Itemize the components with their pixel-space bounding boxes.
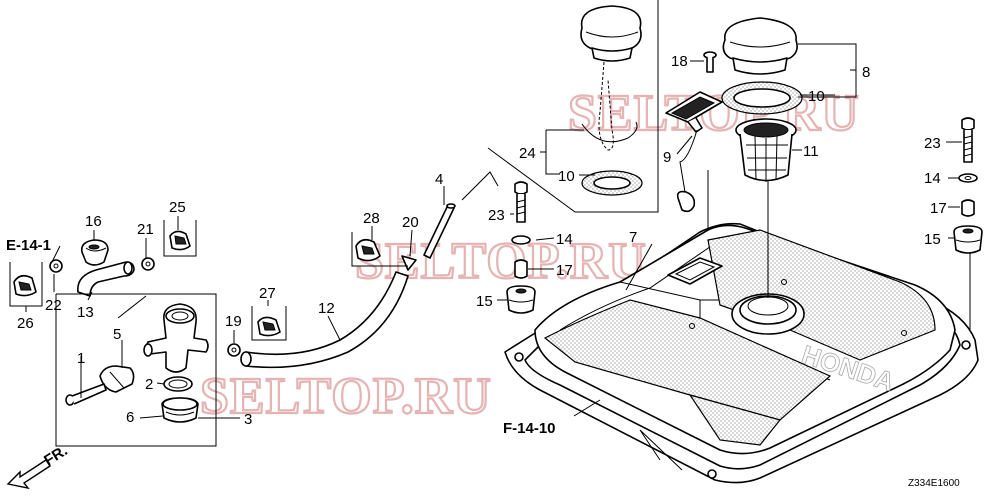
- hose-clip-20: [401, 255, 417, 271]
- fuel-hose-12: [240, 271, 409, 369]
- collar-17-left: [514, 259, 528, 279]
- clamp-19: [227, 343, 241, 357]
- breather-tube-4: [423, 203, 456, 259]
- diagram-code: Z334E1600: [908, 478, 960, 489]
- reference-f-14-10: F-14-10: [503, 420, 556, 437]
- collar-17-right: [961, 199, 975, 217]
- callout-22: 22: [45, 297, 62, 314]
- callout-28: 28: [363, 210, 380, 227]
- watermark-text: SELTOP.RU: [200, 368, 492, 425]
- washer-14-right: [958, 173, 978, 183]
- clip-box-26: [9, 262, 43, 307]
- grommet-15-right: [953, 225, 983, 254]
- callout-27: 27: [259, 285, 276, 302]
- callout-5: 5: [113, 326, 121, 343]
- callout-13: 13: [77, 304, 94, 321]
- callout-23: 23: [924, 135, 941, 152]
- callout-14: 14: [924, 170, 941, 187]
- valve-lever-5: [99, 365, 135, 393]
- callout-12: 12: [318, 300, 335, 317]
- cap-gasket: [721, 81, 803, 115]
- callout-15: 15: [924, 231, 941, 248]
- callout-2: 2: [145, 376, 153, 393]
- fitting-16: [80, 239, 109, 266]
- hose-clip-21: [141, 257, 155, 271]
- callout-21: 21: [137, 221, 154, 238]
- cup-6: [161, 397, 199, 423]
- callout-8: 8: [862, 64, 870, 81]
- bolt-23-right: [961, 117, 975, 163]
- screw-1: [65, 383, 107, 406]
- callout-23: 23: [488, 207, 505, 224]
- fuel-tank: HONDA: [504, 222, 979, 484]
- cap-with-tether: [580, 5, 642, 151]
- fuel-hose-13: [77, 261, 135, 297]
- fuel-valve: [143, 303, 209, 373]
- callout-10: 10: [558, 168, 575, 185]
- callout-17: 17: [930, 200, 947, 217]
- callout-25: 25: [169, 199, 186, 216]
- callout-7: 7: [629, 229, 637, 246]
- filler-cap: [722, 17, 798, 75]
- callout-6: 6: [126, 409, 134, 426]
- callout-3: 3: [244, 411, 252, 428]
- callout-26: 26: [17, 315, 34, 332]
- cap-gasket-10b: [581, 170, 643, 196]
- fuel-strainer: [735, 118, 797, 182]
- callout-16: 16: [85, 213, 102, 230]
- clip-box-25: [163, 220, 197, 257]
- callout-24: 24: [519, 145, 536, 162]
- callout-10: 10: [808, 88, 825, 105]
- washer-14-left: [511, 235, 531, 245]
- callout-1: 1: [77, 350, 85, 367]
- callout-11: 11: [803, 143, 819, 160]
- callout-4: 4: [435, 171, 443, 188]
- callout-15: 15: [476, 293, 493, 310]
- o-ring-2: [163, 376, 193, 392]
- callout-20: 20: [402, 214, 419, 231]
- clamp-22: [49, 259, 63, 273]
- fuel-gauge: [665, 91, 723, 213]
- callout-18: 18: [671, 53, 688, 70]
- reference-e-14-1: E-14-1: [6, 237, 51, 254]
- clip-box-27: [251, 306, 287, 341]
- screw-18: [703, 51, 717, 73]
- callout-14: 14: [556, 231, 573, 248]
- callout-19: 19: [225, 313, 242, 330]
- clip-box-28: [351, 232, 408, 267]
- grommet-15-left: [506, 285, 536, 314]
- bolt-23-left: [514, 181, 528, 223]
- callout-9: 9: [663, 149, 671, 166]
- front-arrow-icon: FR.: [6, 442, 71, 490]
- callout-17: 17: [556, 262, 573, 279]
